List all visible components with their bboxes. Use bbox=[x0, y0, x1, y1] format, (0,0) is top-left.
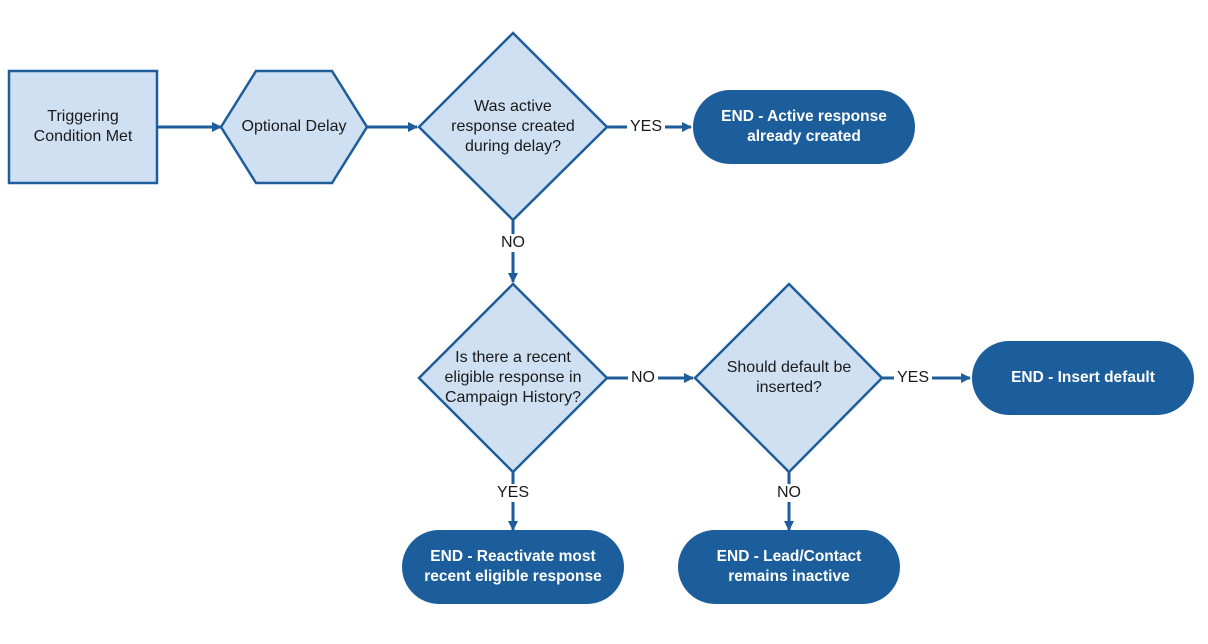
default-decision-label: Should default be inserted? bbox=[726, 359, 852, 396]
default-decision-shape bbox=[693, 282, 884, 474]
end-reactivate-label: END - Reactivate most recent eligible re… bbox=[424, 548, 602, 585]
edge-label-recent-no: NO bbox=[628, 369, 658, 387]
edge-label-recent-yes: YES bbox=[493, 484, 533, 502]
end-insert-label: END - Insert default bbox=[1011, 369, 1155, 386]
recent-decision-shape bbox=[417, 282, 609, 474]
end-insert-shape bbox=[972, 341, 1194, 415]
trigger-node-label: Triggering Condition Met bbox=[33, 108, 133, 145]
trigger-node-shape bbox=[7, 69, 159, 185]
end-reactivate-shape bbox=[402, 530, 624, 604]
active-decision-label: Was active response created during delay… bbox=[451, 98, 575, 155]
edge-label-default-no: NO bbox=[774, 484, 804, 502]
edge-label-active-yes: YES bbox=[626, 118, 666, 136]
end-inactive-shape bbox=[678, 530, 900, 604]
edge-label-active-no: NO bbox=[498, 234, 528, 252]
active-decision-shape bbox=[417, 31, 609, 222]
edge-label-default-yes: YES bbox=[893, 369, 933, 387]
delay-node-label: Optional Delay bbox=[241, 118, 347, 135]
end-inactive-label: END - Lead/Contact remains inactive bbox=[716, 548, 862, 585]
delay-node-shape bbox=[219, 69, 369, 185]
recent-decision-label: Is there a recent eligible response in C… bbox=[444, 349, 582, 406]
end-active-shape bbox=[693, 90, 915, 164]
end-active-label: END - Active response already created bbox=[721, 108, 887, 145]
connectors bbox=[157, 122, 971, 531]
